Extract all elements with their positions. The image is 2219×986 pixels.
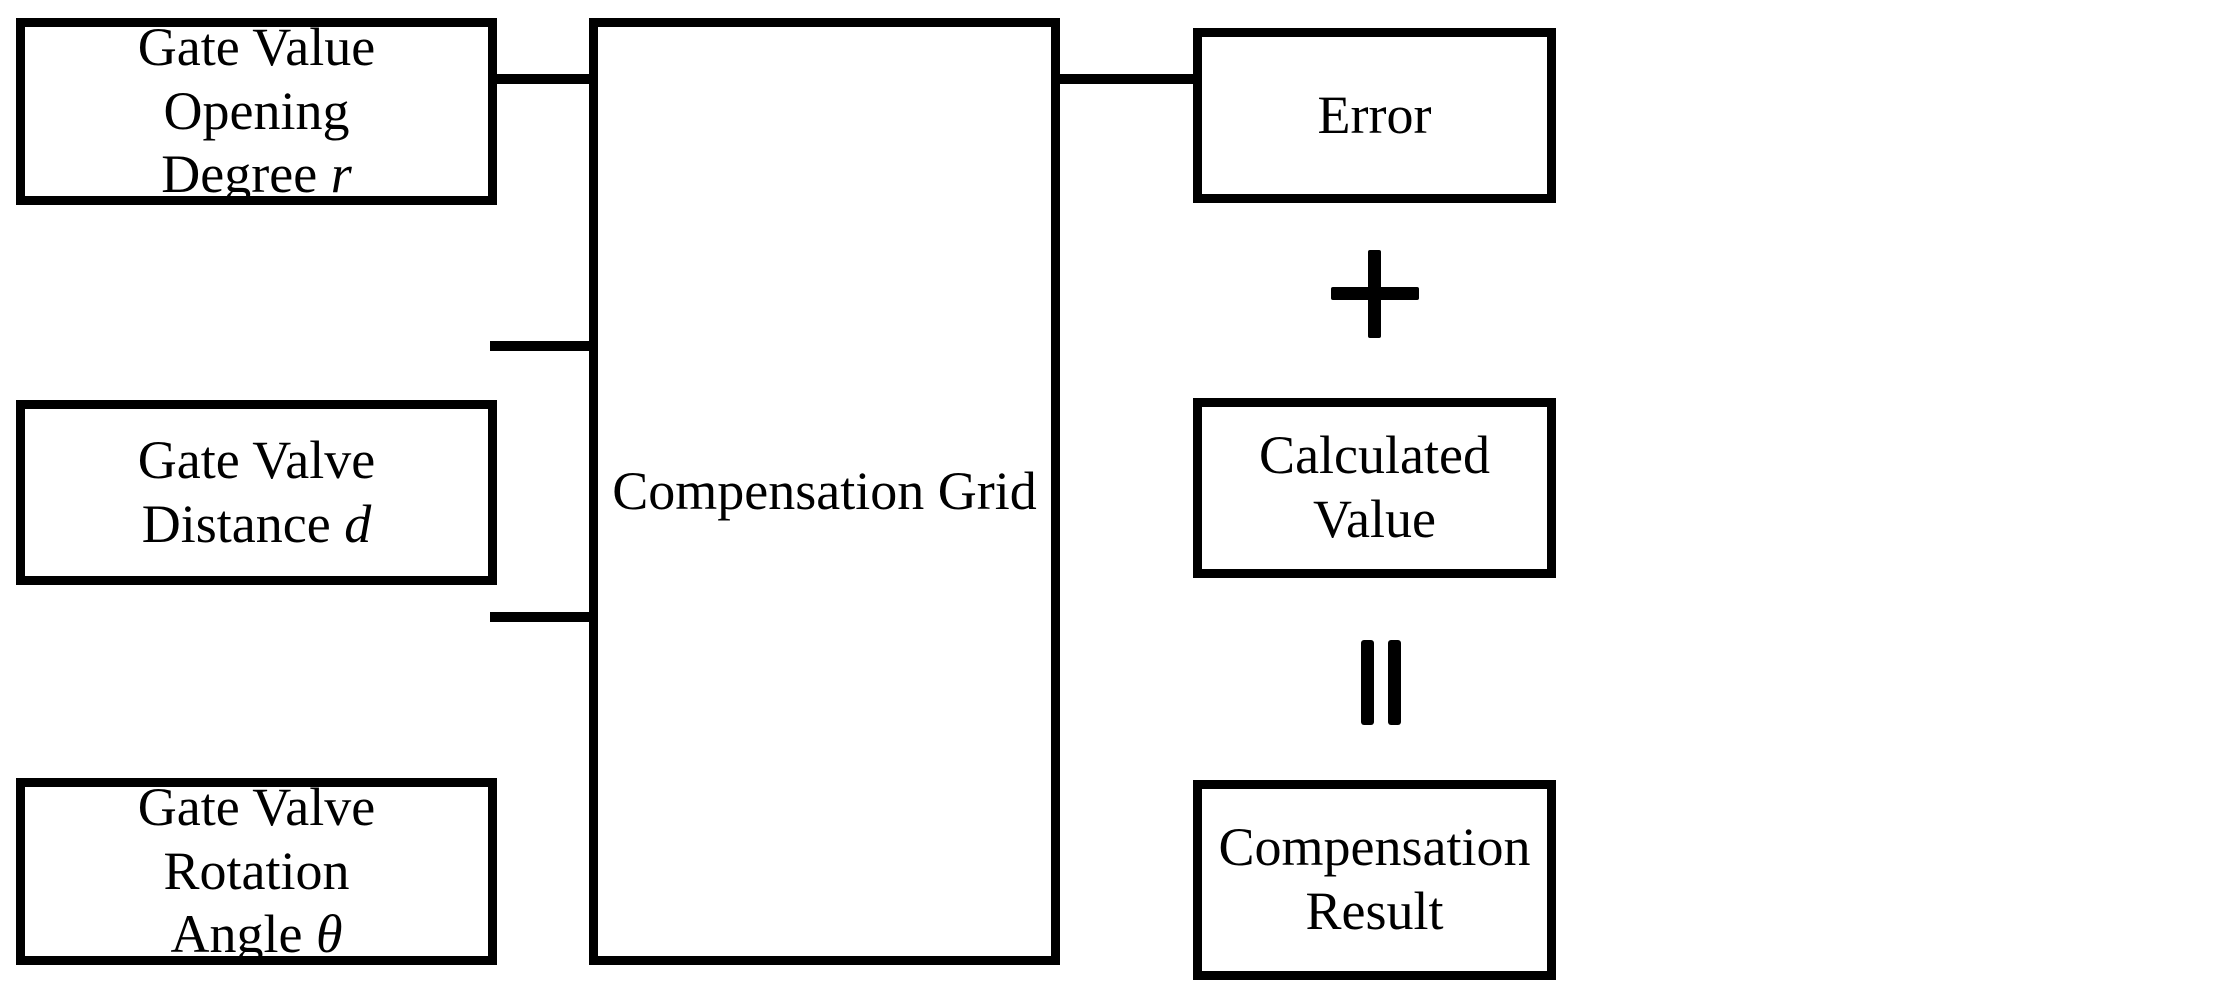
node-label: Error bbox=[1317, 84, 1432, 145]
node-gate-valve-distance[interactable]: Gate Valve Distance d bbox=[16, 400, 497, 585]
node-label-line1: Compensation bbox=[1218, 817, 1531, 878]
connector-opening-degree-to-grid bbox=[490, 74, 595, 84]
node-label-line1: Calculated bbox=[1259, 425, 1490, 486]
node-error[interactable]: Error bbox=[1193, 28, 1556, 203]
node-label: Gate Valve Distance d bbox=[25, 429, 488, 556]
connector-rotation-angle-to-grid bbox=[490, 612, 595, 622]
node-symbol: r bbox=[330, 144, 352, 205]
node-symbol: d bbox=[344, 493, 372, 554]
node-label-line1: Gate Valve Distance bbox=[137, 429, 376, 554]
node-symbol: θ bbox=[315, 904, 343, 965]
equals-sign-icon bbox=[1310, 620, 1440, 740]
node-label: Compensation Grid bbox=[612, 460, 1037, 521]
node-label-line2: Degree bbox=[161, 144, 318, 205]
equals-first-bar bbox=[1361, 640, 1374, 725]
plus-vertical-bar bbox=[1368, 250, 1381, 338]
connector-grid-to-error bbox=[1053, 74, 1199, 84]
equals-second-bar bbox=[1388, 640, 1401, 725]
node-label-line2: Value bbox=[1313, 489, 1436, 549]
connector-valve-distance-to-grid bbox=[490, 341, 595, 351]
node-label-line1: Gate Value Opening bbox=[137, 16, 376, 141]
node-label-line2: Result bbox=[1305, 881, 1444, 941]
node-label-line2: Angle bbox=[170, 904, 303, 965]
plus-sign-icon bbox=[1310, 228, 1440, 358]
node-label-line1: Gate Valve Rotation bbox=[137, 776, 376, 901]
node-compensation-grid[interactable]: Compensation Grid bbox=[589, 18, 1060, 965]
